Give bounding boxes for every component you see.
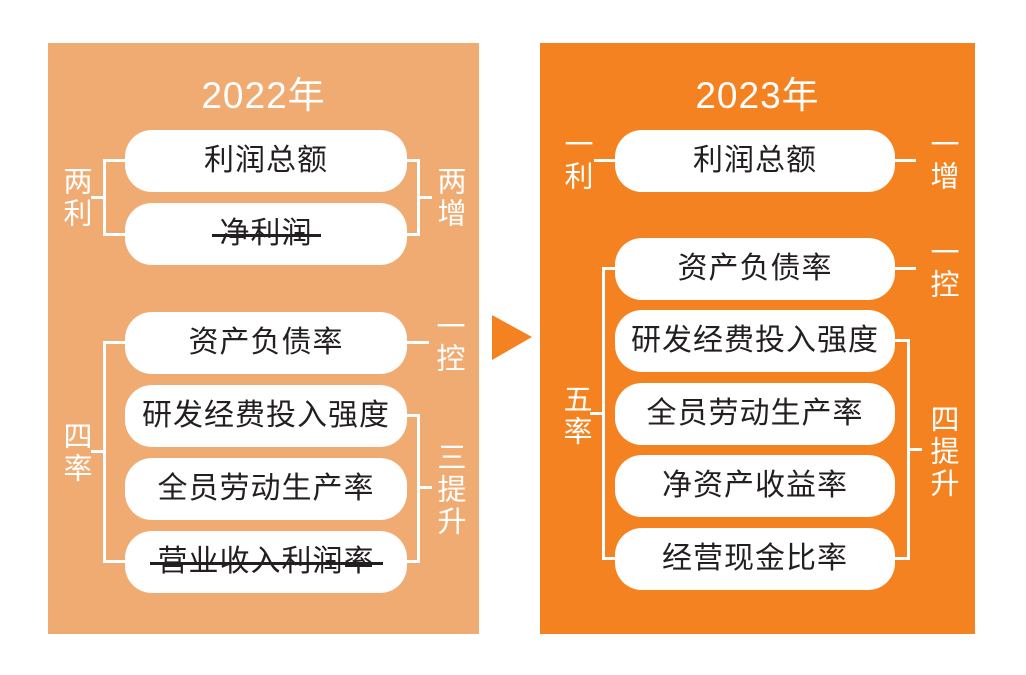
pill-return-on-net-assets: 净资产收益率 (615, 455, 895, 517)
label-two-increases: 两增 (433, 166, 465, 230)
pill-rd-investment-intensity: 研发经费投入强度 (125, 385, 407, 447)
pill-total-profit: 利润总额 (125, 130, 407, 192)
label-one-control: 一控 (432, 311, 464, 375)
pill-label-net-profit: 净利润 (211, 217, 321, 250)
panel-2022: 2022年 利润总额 净利润 资产负债率 研发经费投入强度 全员劳动生产率 营业… (48, 43, 479, 634)
bracket-two-increases (407, 159, 420, 236)
connector-one-increase (895, 159, 916, 162)
label-one-profit: 一利 (560, 129, 592, 193)
pill-label-operating-revenue-profit-margin: 营业收入利润率 (149, 545, 383, 578)
pill-rd-investment-intensity: 研发经费投入强度 (615, 310, 895, 372)
pill-asset-liability-ratio: 资产负债率 (615, 238, 895, 300)
bracket-two-profits (103, 159, 125, 236)
connector-two-profits (91, 196, 103, 199)
connector-four-improvements (910, 448, 922, 451)
connector-four-rates (91, 450, 103, 453)
pill-operating-cash-ratio: 经营现金比率 (615, 528, 895, 590)
pill-label-labor-productivity: 全员劳动生产率 (157, 472, 375, 505)
pill-label-rd-investment-intensity: 研发经费投入强度 (142, 399, 390, 432)
bracket-five-rates (602, 267, 615, 560)
pill-label-asset-liability-ratio: 资产负债率 (188, 326, 344, 359)
pill-asset-liability-ratio: 资产负债率 (125, 312, 407, 374)
panel-2023: 2023年 利润总额 资产负债率 研发经费投入强度 全员劳动生产率 净资产收益率… (540, 43, 975, 634)
label-four-improvements: 四提升 (926, 404, 958, 500)
label-two-profits: 两利 (59, 166, 91, 230)
label-one-increase: 一增 (926, 129, 958, 193)
connector-two-increases (420, 196, 432, 199)
bracket-three-improvements (407, 414, 420, 563)
connector-one-control (895, 267, 916, 270)
panel-title-2022: 2022年 (201, 75, 326, 116)
pill-operating-revenue-profit-margin: 营业收入利润率 (125, 531, 407, 593)
pill-label-total-profit: 利润总额 (204, 144, 328, 177)
label-one-control: 一控 (926, 237, 958, 301)
label-five-rates: 五率 (559, 384, 591, 448)
pill-label-rd-investment-intensity: 研发经费投入强度 (631, 324, 879, 357)
bracket-four-improvements (895, 339, 910, 560)
pill-total-profit: 利润总额 (615, 130, 895, 192)
pill-labor-productivity: 全员劳动生产率 (615, 383, 895, 445)
pill-label-asset-liability-ratio: 资产负债率 (677, 252, 833, 285)
pill-net-profit: 净利润 (125, 203, 407, 265)
pill-label-return-on-net-assets: 净资产收益率 (662, 469, 848, 502)
pill-label-total-profit: 利润总额 (693, 144, 817, 177)
connector-one-profit (594, 159, 615, 162)
right-arrow-icon (492, 315, 532, 360)
pill-labor-productivity: 全员劳动生产率 (125, 458, 407, 520)
connector-three-improvements (420, 486, 432, 489)
pill-label-operating-cash-ratio: 经营现金比率 (662, 542, 848, 575)
panel-title-2023: 2023年 (695, 75, 820, 116)
label-four-rates: 四率 (59, 421, 91, 485)
label-three-improvements: 三提升 (433, 442, 465, 538)
pill-label-labor-productivity: 全员劳动生产率 (646, 397, 864, 430)
connector-one-control (407, 341, 429, 344)
bracket-four-rates (103, 341, 125, 563)
connector-five-rates (590, 412, 602, 415)
